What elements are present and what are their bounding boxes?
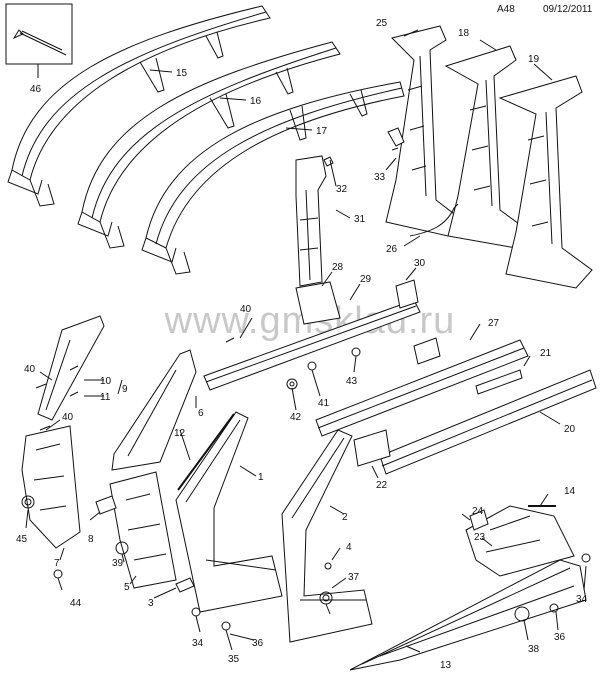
part-24-bracket bbox=[469, 509, 489, 531]
callout-28: 28 bbox=[332, 262, 344, 273]
part-32-clip bbox=[323, 156, 334, 167]
part-7-hinge-pillar bbox=[21, 425, 81, 549]
callout-20: 20 bbox=[564, 424, 576, 435]
part-2-body-side bbox=[281, 429, 373, 643]
part-12-seal bbox=[177, 413, 235, 491]
callout-14: 14 bbox=[564, 486, 576, 497]
part-31-pillar-reinf bbox=[295, 155, 327, 287]
part-19-pillar bbox=[498, 75, 593, 289]
callout-6: 6 bbox=[198, 408, 204, 419]
callout-39: 39 bbox=[112, 558, 124, 569]
callout-2: 2 bbox=[342, 512, 348, 523]
callout-44: 44 bbox=[70, 598, 82, 609]
callout-21: 21 bbox=[540, 348, 552, 359]
callout-25: 25 bbox=[376, 18, 388, 29]
callout-13: 13 bbox=[440, 660, 452, 671]
callout-34b: 34 bbox=[576, 594, 588, 605]
callout-43: 43 bbox=[346, 376, 358, 387]
callout-7: 7 bbox=[54, 558, 60, 569]
part-17-roof-rail bbox=[141, 81, 405, 275]
diagram-code: A48 bbox=[497, 4, 515, 15]
callout-4: 4 bbox=[346, 542, 352, 553]
callout-37: 37 bbox=[348, 572, 360, 583]
part-23-quarter bbox=[465, 505, 575, 577]
part-30-bracket bbox=[395, 279, 419, 309]
part-15-roof-rail bbox=[7, 5, 271, 207]
callout-10: 10 bbox=[100, 376, 112, 387]
part-20-rocker bbox=[379, 369, 597, 475]
part-27-rocker bbox=[315, 337, 529, 437]
part-6-pillar bbox=[111, 349, 197, 471]
callout-41: 41 bbox=[318, 398, 330, 409]
diagram-date: 09/12/2011 bbox=[543, 4, 593, 15]
leader-lines bbox=[25, 29, 587, 653]
callout-9: 9 bbox=[122, 384, 128, 395]
part-26-wire bbox=[409, 203, 459, 237]
callout-23: 23 bbox=[474, 532, 486, 543]
callout-34a: 34 bbox=[192, 638, 204, 649]
callout-46: 46 bbox=[30, 84, 42, 95]
part-22-bracket bbox=[353, 429, 391, 467]
callout-labels: 46 15 16 17 25 18 19 32 31 33 26 30 28 2… bbox=[16, 18, 588, 671]
callout-11: 11 bbox=[100, 392, 111, 403]
callout-24: 24 bbox=[472, 506, 484, 517]
callout-8: 8 bbox=[88, 534, 94, 545]
part-46-rivet-inset bbox=[5, 3, 73, 78]
callout-32: 32 bbox=[336, 184, 348, 195]
callout-1: 1 bbox=[258, 472, 264, 483]
part-1-body-side bbox=[175, 411, 283, 613]
callout-45: 45 bbox=[16, 534, 28, 545]
part-13-rocker-outer bbox=[349, 559, 587, 671]
part-21-reinf bbox=[475, 369, 523, 395]
callout-38: 38 bbox=[528, 644, 540, 655]
callout-35: 35 bbox=[228, 654, 240, 665]
callout-17: 17 bbox=[316, 126, 328, 137]
part-16-roof-rail bbox=[77, 41, 341, 249]
callout-36a: 36 bbox=[252, 638, 264, 649]
callout-40c: 40 bbox=[62, 412, 74, 423]
callout-26: 26 bbox=[386, 244, 398, 255]
part-9-hinge-pillar-upper bbox=[37, 315, 105, 421]
callout-40a: 40 bbox=[240, 304, 252, 315]
callout-18: 18 bbox=[458, 28, 470, 39]
part-33-bracket bbox=[387, 127, 405, 151]
callout-15: 15 bbox=[176, 68, 188, 79]
part-29-rocker-inner bbox=[203, 299, 421, 391]
callout-42: 42 bbox=[290, 412, 302, 423]
callout-3: 3 bbox=[148, 598, 154, 609]
callout-30: 30 bbox=[414, 258, 426, 269]
callout-16: 16 bbox=[250, 96, 262, 107]
callout-36b: 36 bbox=[554, 632, 566, 643]
callout-19: 19 bbox=[528, 54, 540, 65]
callout-33: 33 bbox=[374, 172, 386, 183]
callout-29: 29 bbox=[360, 274, 372, 285]
callout-31: 31 bbox=[354, 214, 366, 225]
callout-40b: 40 bbox=[24, 364, 36, 375]
part-18-pillar bbox=[444, 45, 531, 249]
callout-5: 5 bbox=[124, 582, 130, 593]
callout-22: 22 bbox=[376, 480, 388, 491]
part-5-hinge-pillar-lower bbox=[109, 471, 177, 589]
callout-27: 27 bbox=[488, 318, 500, 329]
part-28-reinf bbox=[295, 281, 341, 325]
callout-12: 12 bbox=[174, 428, 186, 439]
part-8-pad bbox=[95, 495, 117, 515]
